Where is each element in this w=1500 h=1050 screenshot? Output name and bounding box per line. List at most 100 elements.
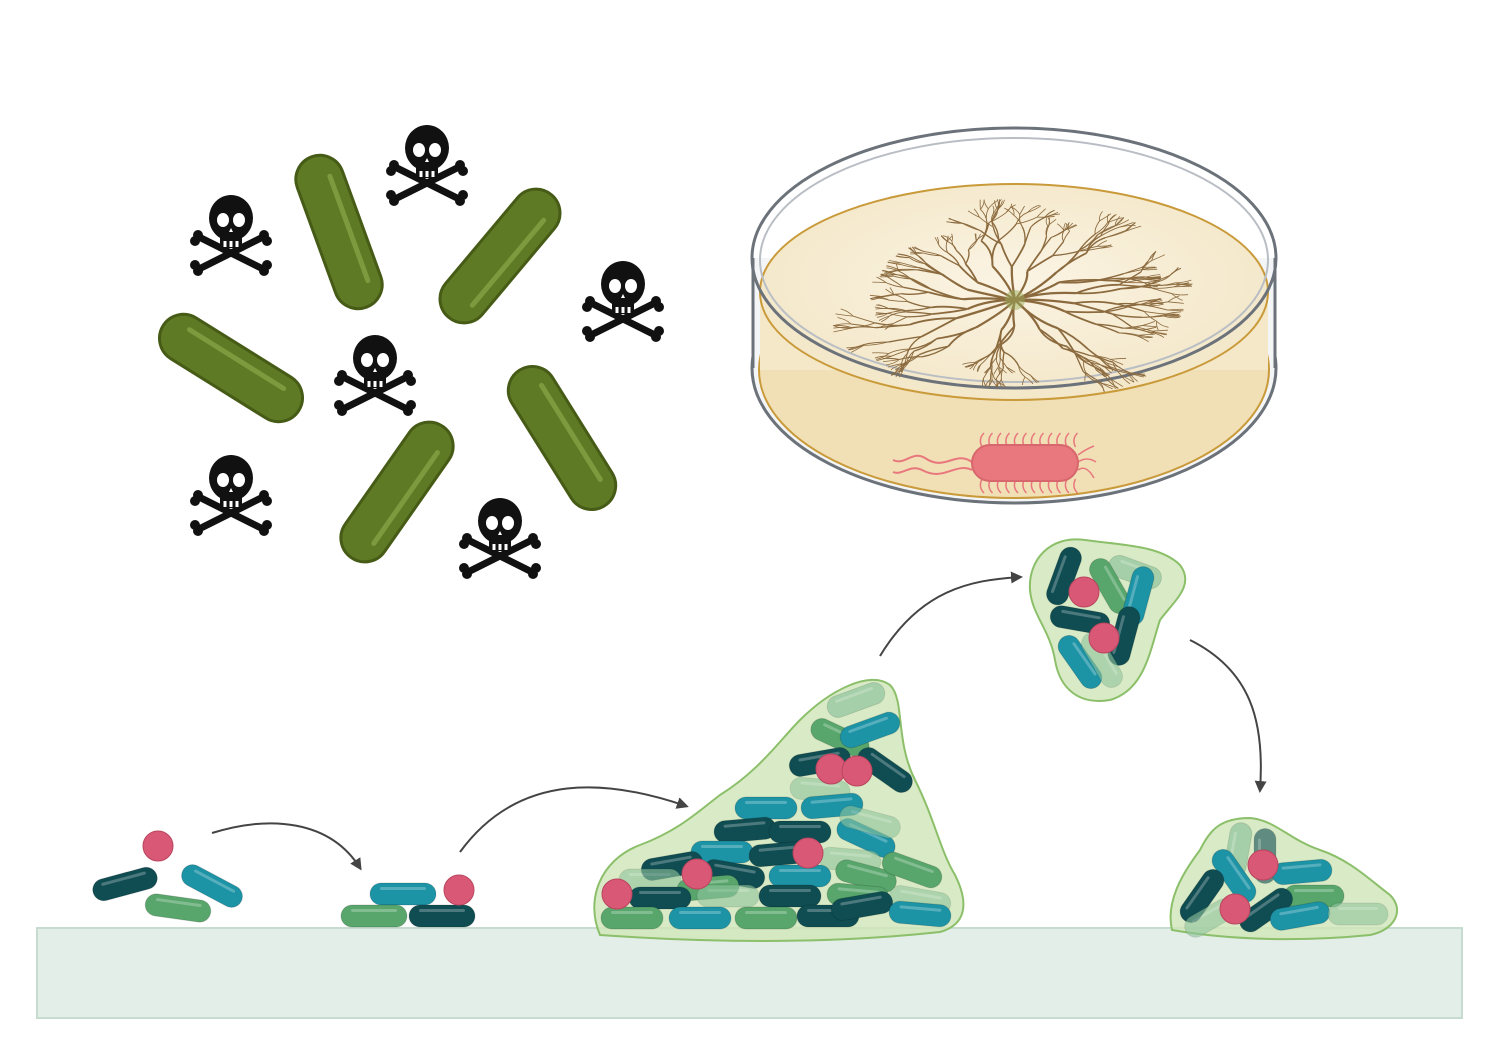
hypha — [1027, 204, 1040, 213]
bone-knob — [531, 539, 541, 549]
bone-knob — [654, 326, 664, 336]
rod-highlight — [1072, 642, 1097, 676]
hypha — [1152, 329, 1168, 332]
hypha — [874, 322, 910, 327]
hypha — [903, 286, 929, 293]
arrow-colonization — [459, 786, 689, 853]
flagellum — [979, 478, 985, 494]
hypha — [1126, 372, 1135, 383]
rod-highlight — [840, 895, 882, 906]
hypha — [1163, 313, 1180, 316]
hypha — [985, 208, 989, 223]
hypha — [1100, 223, 1110, 237]
rod-body — [1271, 858, 1333, 886]
hypha — [900, 363, 909, 373]
hypha — [833, 326, 852, 329]
skull-crossbones-icon — [582, 261, 664, 342]
hypha — [1026, 251, 1042, 272]
hypha — [1118, 332, 1139, 337]
skull-tooth — [431, 171, 435, 177]
skull-crossbones-icon — [386, 125, 468, 206]
hypha — [878, 315, 890, 321]
hypha — [980, 230, 1002, 245]
hypha — [991, 214, 994, 228]
rod-highlight — [1191, 903, 1223, 923]
hypha — [889, 308, 907, 313]
olive-rod-body — [438, 187, 562, 325]
hypha — [1050, 229, 1066, 238]
rod-bacterium — [92, 866, 158, 902]
rod-highlight — [639, 891, 681, 894]
hypha — [1098, 246, 1113, 249]
olive-rod-bacterium — [339, 420, 455, 564]
hypha — [1073, 302, 1113, 315]
hypha — [1038, 328, 1064, 349]
hypha — [900, 264, 919, 269]
hypha — [1111, 313, 1132, 328]
hypha — [1175, 283, 1193, 287]
hypha — [1006, 366, 1016, 373]
olive-rod-highlight — [371, 450, 440, 546]
hypha — [1123, 269, 1143, 275]
hypha — [1167, 309, 1184, 312]
hypha — [974, 233, 977, 241]
hypha — [852, 315, 876, 324]
hypha — [964, 263, 979, 283]
hypha — [1116, 303, 1145, 313]
hypha — [1106, 362, 1121, 368]
skull-eye — [625, 279, 637, 293]
skull-group — [190, 125, 664, 579]
rod-bacterium — [839, 711, 901, 749]
rod-highlight — [835, 687, 874, 703]
rod-highlight — [194, 869, 236, 893]
hypha — [983, 378, 987, 387]
rod-bacterium — [1327, 902, 1389, 926]
hypha — [1150, 286, 1175, 289]
hypha — [1107, 213, 1117, 223]
hypha — [1110, 379, 1116, 389]
rod-highlight — [894, 856, 934, 874]
hypha — [1112, 362, 1122, 376]
hypha — [1000, 379, 1007, 388]
hypha — [1108, 214, 1116, 224]
hypha — [1118, 271, 1142, 286]
hypha — [906, 350, 915, 364]
hypha — [1142, 329, 1155, 335]
rod-bacterium — [1269, 901, 1331, 931]
hypha — [1152, 283, 1176, 286]
hypha — [1015, 211, 1028, 225]
hypha — [965, 363, 978, 368]
olive-rod-body — [294, 153, 384, 311]
fungal-mycelium — [832, 199, 1193, 392]
skull-head — [478, 498, 522, 544]
hypha — [990, 367, 996, 380]
hypha — [888, 335, 922, 343]
skull-tooth — [235, 241, 239, 247]
rod-body — [144, 893, 212, 923]
rod-bacterium — [600, 906, 664, 930]
hypha — [1062, 347, 1091, 357]
skull-tooth — [373, 381, 377, 387]
hypha — [972, 363, 978, 371]
coccus-cell — [681, 858, 713, 890]
hypha — [947, 241, 958, 251]
rod-highlight — [629, 873, 671, 876]
rod-highlight — [829, 851, 872, 858]
hypha — [876, 276, 887, 283]
hypha — [870, 295, 884, 300]
hypha — [863, 341, 889, 346]
rod-highlight — [900, 889, 942, 900]
hypha — [1045, 217, 1049, 227]
petri-dish-rim-inner — [759, 137, 1269, 383]
hypha — [1002, 351, 1005, 369]
hypha — [1148, 297, 1161, 304]
hypha — [942, 273, 968, 291]
skull-eye — [361, 353, 373, 367]
hypha — [851, 344, 865, 353]
rod-bacterium — [1211, 848, 1257, 904]
hypha — [999, 366, 1007, 374]
hypha — [1095, 323, 1124, 329]
crossbone — [393, 164, 461, 202]
coccus-cell — [1068, 576, 1100, 608]
petri-dish — [750, 126, 1278, 505]
